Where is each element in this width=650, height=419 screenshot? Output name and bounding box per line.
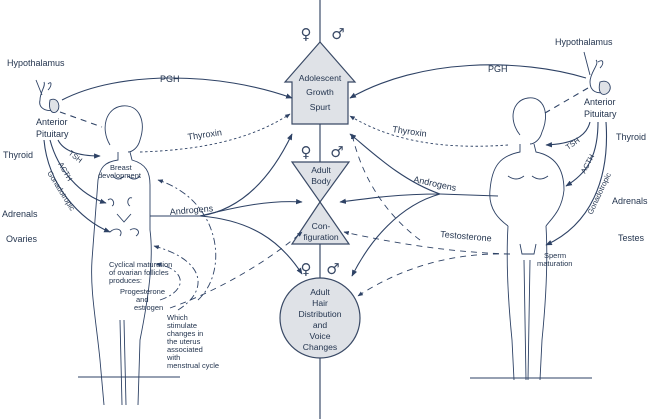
male-anterior-label-1: Anterior xyxy=(584,97,616,107)
female-acth-arrow xyxy=(49,139,107,204)
female-pituitary-label-2: Pituitary xyxy=(36,129,69,139)
male-gonadotropic-label: Gonadotropic xyxy=(586,171,613,216)
breast-development-label-1: Breast xyxy=(110,163,133,172)
which-stimulate-label-3: changes in xyxy=(167,329,203,338)
male-androgens-to-hair xyxy=(351,193,441,277)
testosterone-to-body xyxy=(343,230,511,255)
female-pgh-arrow xyxy=(61,77,293,101)
male-thyroxin-arrow xyxy=(349,115,509,147)
male-figure xyxy=(489,97,565,381)
female-pituitary-dash xyxy=(59,111,103,128)
cyclical-label-3: produces: xyxy=(109,276,142,285)
which-stimulate-label-5: associated xyxy=(167,345,203,354)
female-pituitary-gland-icon xyxy=(35,79,60,113)
hair-label-1: Adult xyxy=(310,287,330,297)
female-pgh-label: PGH xyxy=(160,74,180,84)
female-symbol-bottom: ♀ xyxy=(301,260,312,278)
male-symbol-mid: ♂ xyxy=(330,143,343,161)
male-androgens-base xyxy=(439,193,499,197)
growth-label-1: Adolescent xyxy=(299,73,342,83)
which-stimulate-label-4: the uterus xyxy=(167,337,201,346)
female-thyroxin-label: Thyroxin xyxy=(187,127,223,142)
female-androgens-to-growth xyxy=(199,133,293,217)
female-hypothalamus-label: Hypothalamus xyxy=(7,58,65,68)
female-figure xyxy=(91,105,152,406)
female-androgens-to-hair xyxy=(199,215,303,275)
adult-body-top-triangle xyxy=(290,161,351,204)
which-stimulate-label-6: with xyxy=(166,353,180,362)
female-gonadotropic-arrow xyxy=(43,139,111,233)
male-testes-label: Testes xyxy=(618,233,645,243)
hair-label-3: Distribution xyxy=(299,309,342,319)
female-tsh-arrow xyxy=(57,139,101,159)
growth-label-2: Growth xyxy=(306,87,334,97)
male-symbol-top: ♂ xyxy=(331,25,344,43)
which-stimulate-label-2: stimulate xyxy=(167,321,197,330)
adult-body-label-1: Adult xyxy=(311,165,331,175)
female-anterior-label-1: Anterior xyxy=(36,117,68,127)
hair-label-2: Hair xyxy=(312,298,328,308)
growth-label-3: Spurt xyxy=(310,102,331,112)
female-estrogen-to-breast xyxy=(157,179,217,301)
sperm-maturation-label-2: maturation xyxy=(537,259,572,268)
male-tsh-label: TSH xyxy=(564,136,581,152)
breast-development-label-2: development xyxy=(98,171,142,180)
hair-label-5: Voice xyxy=(309,331,330,341)
hair-label-6: Changes xyxy=(303,342,337,352)
male-tsh-arrow xyxy=(545,121,591,148)
testosterone-label: Testosterone xyxy=(440,229,492,243)
female-ovaries-label: Ovaries xyxy=(6,234,38,244)
progesterone-label-1: Progesterone xyxy=(120,287,165,296)
female-thyroxin-arrow xyxy=(139,113,291,153)
male-acth-arrow xyxy=(565,121,599,187)
which-stimulate-label-7: menstrual cycle xyxy=(167,361,219,370)
male-hypothalamus-label: Hypothalamus xyxy=(555,37,613,47)
cyclical-label-2: of ovarian follicles xyxy=(109,268,169,277)
hair-label-4: and xyxy=(313,320,328,330)
male-adrenals-label: Adrenals xyxy=(612,196,648,206)
testosterone-to-growth xyxy=(350,133,421,241)
configuration-label-2: figuration xyxy=(303,232,339,242)
adult-hair-voice-circle xyxy=(279,277,361,359)
female-tsh-label: TSH xyxy=(67,148,84,164)
female-adrenals-label: Adrenals xyxy=(2,209,38,219)
configuration-label-1: Con- xyxy=(312,221,331,231)
female-estrogen-to-body xyxy=(169,231,303,309)
female-symbol-mid: ♀ xyxy=(301,143,312,161)
female-estrogen-to-uterus xyxy=(155,262,181,301)
male-gonadotropic-arrow xyxy=(545,121,608,246)
male-thyroid-label: Thyroid xyxy=(616,132,646,142)
progesterone-label-2: and xyxy=(136,295,149,304)
cyclical-label-1: Cyclical maturation xyxy=(109,260,172,269)
male-acth-label: ACTH xyxy=(579,153,597,175)
male-androgens-to-body xyxy=(339,193,441,204)
adult-body-label-2: Body xyxy=(311,176,331,186)
male-androgens-label: Androgens xyxy=(413,174,458,193)
male-pituitary-gland-icon xyxy=(583,51,611,95)
adolescent-growth-spurt-shape xyxy=(283,41,357,125)
male-pgh-arrow xyxy=(349,64,587,99)
sperm-maturation-label-1: Sperm xyxy=(544,251,566,260)
male-thyroxin-label: Thyroxin xyxy=(392,124,428,139)
female-estrogen-to-ovary xyxy=(153,245,199,311)
male-pituitary-label-2: Pituitary xyxy=(584,109,617,119)
testosterone-to-hair xyxy=(357,253,511,297)
female-androgens-to-body xyxy=(199,198,303,217)
male-androgens-to-growth xyxy=(349,133,441,195)
adult-body-bottom-triangle xyxy=(290,200,351,245)
female-symbol-top: ♀ xyxy=(301,25,312,43)
male-pgh-label: PGH xyxy=(488,64,508,74)
female-thyroid-label: Thyroid xyxy=(3,150,33,160)
progesterone-label-3: estrogen xyxy=(134,303,163,312)
male-symbol-bottom: ♂ xyxy=(326,260,339,278)
male-pituitary-dash xyxy=(544,87,589,114)
which-stimulate-label-1: Which xyxy=(167,313,188,322)
